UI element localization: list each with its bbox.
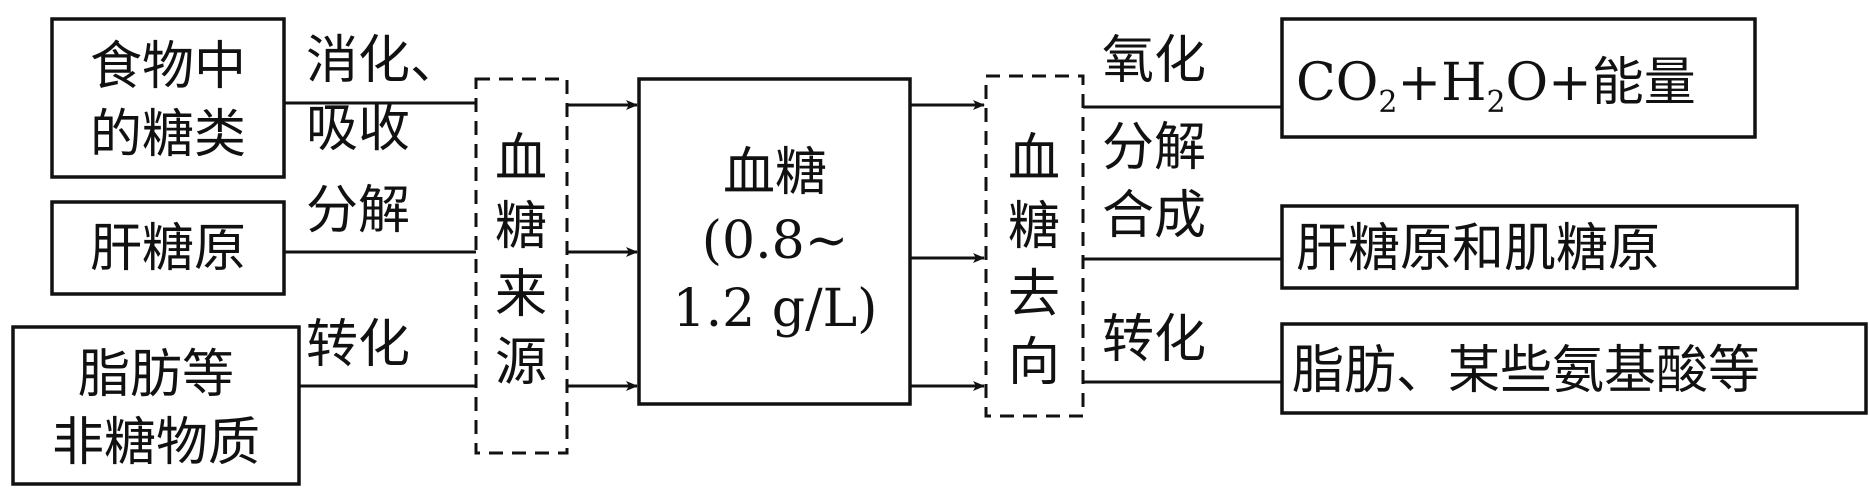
process-convert-source: 转化 xyxy=(306,315,410,375)
source-food-sugar-line2: 的糖类 xyxy=(90,105,246,165)
process-convert-dest: 转化 xyxy=(1102,310,1206,370)
blood-sugar-source-group: 血 糖 来 源 xyxy=(474,77,569,455)
source-non-sugar: 脂肪等 非糖物质 xyxy=(11,325,301,486)
source-group-char: 血 xyxy=(495,129,547,189)
source-group-char: 源 xyxy=(495,333,547,393)
blood-sugar-center: 血糖 (0.8~ 1.2 g/L) xyxy=(637,77,912,406)
dest-glycogen: 肝糖原和肌糖原 xyxy=(1280,204,1799,290)
dest-energy: CO2+H2O+能量 xyxy=(1280,17,1757,139)
process-decompose: 分解 xyxy=(306,181,410,241)
process-oxidize-line2: 分解 xyxy=(1102,118,1206,178)
process-oxidize-line1: 氧化 xyxy=(1102,31,1206,91)
blood-sugar-destination-group: 血 糖 去 向 xyxy=(984,74,1085,418)
dest-fat-amino: 脂肪、某些氨基酸等 xyxy=(1280,322,1868,415)
process-synthesize: 合成 xyxy=(1102,186,1206,246)
process-digest-absorb-line1: 消化、 xyxy=(306,31,462,91)
dest-glycogen-label: 肝糖原和肌糖原 xyxy=(1296,219,1660,279)
source-group-char: 来 xyxy=(495,265,547,325)
dest-group-char: 血 xyxy=(1008,129,1060,189)
dest-group-char: 去 xyxy=(1008,265,1060,325)
source-liver-glycogen: 肝糖原 xyxy=(50,200,286,296)
center-title: 血糖 xyxy=(723,143,827,203)
source-food-sugar-line1: 食物中 xyxy=(90,37,246,97)
source-non-sugar-line1: 脂肪等 xyxy=(78,345,234,405)
dest-group-char: 向 xyxy=(1008,333,1060,393)
center-range-line1: (0.8~ xyxy=(702,211,849,271)
dest-energy-formula: CO2+H2O+能量 xyxy=(1296,53,1696,120)
dest-group-char: 糖 xyxy=(1008,197,1060,257)
source-group-char: 糖 xyxy=(495,197,547,257)
process-digest-absorb-line2: 吸收 xyxy=(306,99,410,159)
dest-fat-amino-label: 脂肪、某些氨基酸等 xyxy=(1292,341,1760,401)
source-non-sugar-line2: 非糖物质 xyxy=(52,413,260,473)
center-range-line2: 1.2 g/L) xyxy=(673,279,878,339)
source-liver-glycogen-label: 肝糖原 xyxy=(90,219,246,279)
source-food-sugar: 食物中 的糖类 xyxy=(50,17,286,179)
